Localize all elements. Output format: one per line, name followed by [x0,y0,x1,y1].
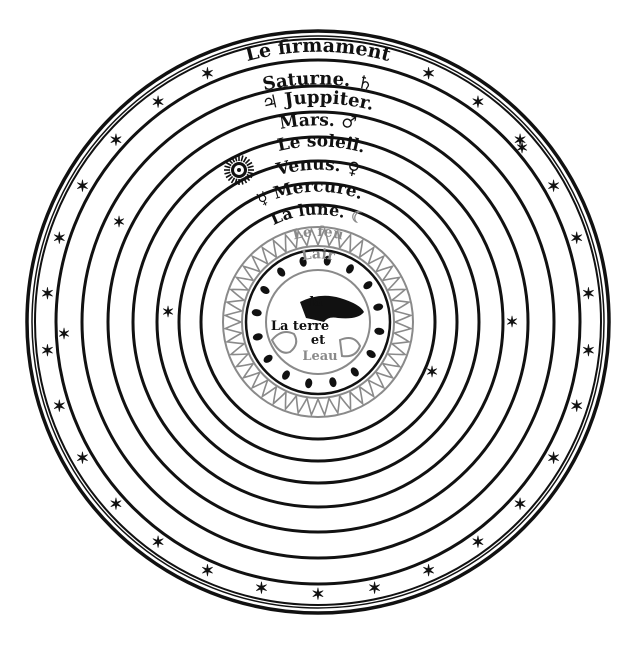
star-icon: ✶ [516,139,529,157]
ring-mars-inner [131,135,505,509]
label-earth: La terre [271,319,329,334]
star-icon: ✶ [547,449,560,468]
star-icon: ✶ [547,177,560,196]
label-and: et [311,333,325,348]
label-mars: Mars. ♂ [278,110,358,134]
label-venus: Venus. ♀ [273,155,361,181]
star-icon: ✶ [58,325,71,343]
star-icon: ✶ [255,579,268,598]
ring-jupiter-inner [106,110,530,534]
star-icon: ✶ [311,585,324,604]
label-water: Leau [302,349,337,364]
star-icon: ✶ [582,284,595,303]
sphere-rings [54,58,582,586]
star-icon: ✶ [506,313,519,331]
label-fire: Le feu [291,224,345,243]
star-icon: ✶ [76,449,89,468]
element-spheres [222,226,414,418]
star-icon: ✶ [53,228,66,247]
label-air: Lair [300,246,337,264]
continent-shape [338,337,362,358]
star-icon: ✶ [151,533,164,552]
continent-shape [300,295,364,322]
star-icon: ✶ [109,495,122,514]
moon-inner-ring [222,226,414,418]
earth-disc [265,269,371,375]
star-icon: ✶ [582,341,595,360]
outer-border [25,29,611,615]
star-icon: ✶ [471,533,484,552]
star-icon: ✶ [513,131,526,150]
label-earth-article: la [309,295,323,310]
ring-firmament-inner [54,58,582,586]
star-icon: ✶ [471,92,484,111]
star-icon: ✶ [41,341,54,360]
star-icon: ✶ [151,92,164,111]
star-icon: ✶ [162,303,175,321]
firmament-stars: ✶✶✶✶✶✶✶✶✶✶✶✶✶✶✶✶✶✶✶✶✶✶✶✶✶✶✶ [41,64,595,604]
ring-sun-inner [155,159,481,485]
star-icon: ✶ [426,363,439,381]
star-icon: ✶ [109,131,122,150]
sun-icon [224,155,254,185]
earth-labels: la La terre et Leau [271,295,338,364]
star-icon: ✶ [570,228,583,247]
star-icon: ✶ [570,397,583,416]
ring-venus-inner [177,181,459,463]
air-ring [244,248,392,396]
continent-shape [270,331,298,354]
star-icon: ✶ [513,495,526,514]
star-icon: ✶ [368,579,381,598]
star-icon: ✶ [201,561,214,580]
star-icon: ✶ [422,64,435,83]
star-icon: ✶ [201,64,214,83]
sphere-labels: Le firmament Saturne. ♄ ♃ Juppiter. Mars… [243,35,393,265]
star-icon: ✶ [76,177,89,196]
ring-saturn-inner [80,84,556,560]
scattered-stars: ✶ ✶ ✶ ✶ ✶ ✶ [58,139,529,381]
label-sun: Le soleil. [276,131,368,157]
label-saturn: Saturne. ♄ [261,68,375,95]
star-icon: ✶ [113,213,126,231]
star-icon: ✶ [41,284,54,303]
star-icon: ✶ [422,561,435,580]
fire-flames [222,226,414,418]
air-clouds [251,255,385,389]
ring-mercury-inner [199,203,437,441]
star-icon: ✶ [53,397,66,416]
